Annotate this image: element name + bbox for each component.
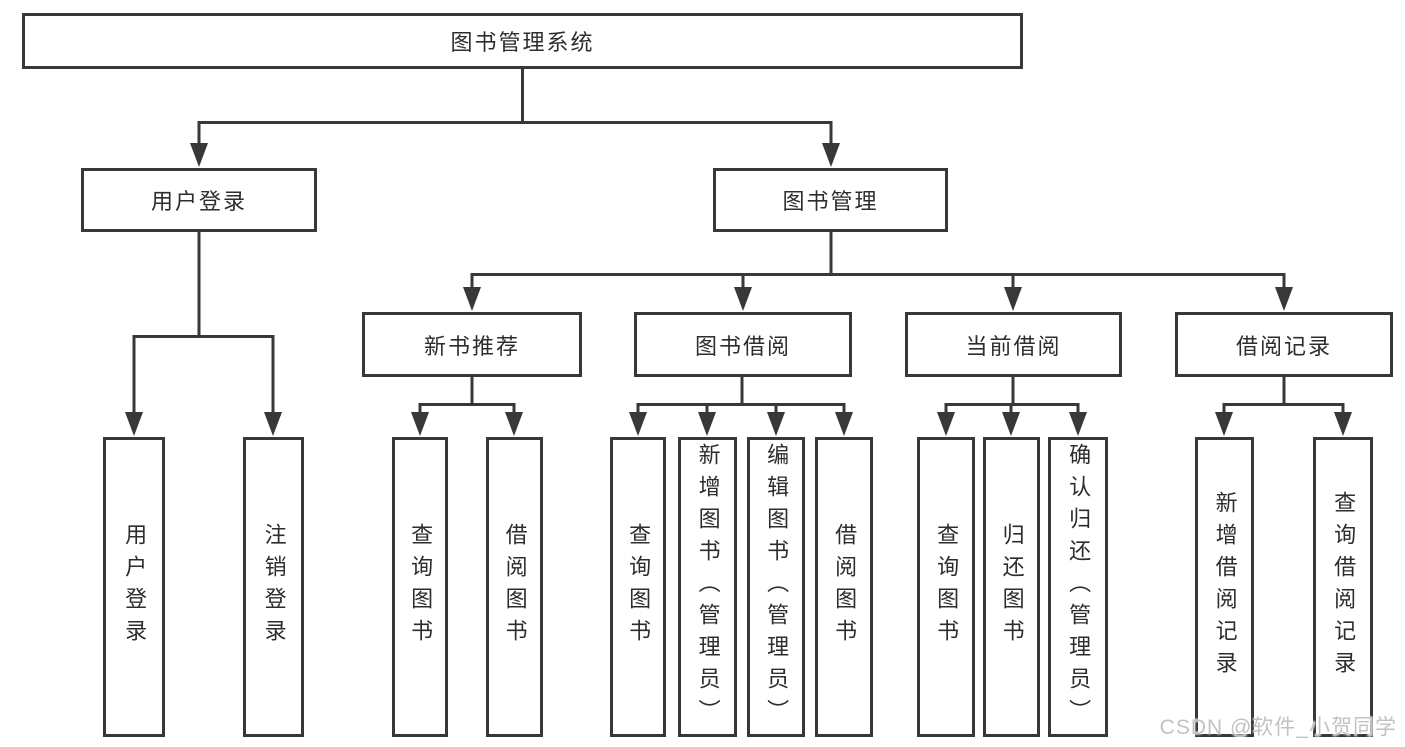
leaf-label: 确认归还（管理员）	[1066, 443, 1092, 731]
leaf-label: 归还图书	[999, 523, 1025, 651]
node-label: 用户登录	[150, 189, 247, 214]
leaf-borrow-books: 借阅图书	[486, 437, 543, 737]
leaf-label: 新增借阅记录	[1212, 491, 1238, 683]
leaf-add-borrow-record: 新增借阅记录	[1195, 437, 1254, 737]
leaf-user-login: 用户登录	[103, 437, 165, 737]
leaf-label: 查询图书	[408, 523, 434, 651]
node-label: 新书推荐	[423, 333, 520, 359]
leaf-borrow-books: 借阅图书	[815, 437, 873, 737]
leaf-label: 查询借阅记录	[1331, 491, 1357, 683]
node-label: 图书借阅	[694, 333, 791, 359]
leaf-add-book-admin: 新增图书（管理员）	[678, 437, 737, 737]
leaf-confirm-return-admin: 确认归还（管理员）	[1048, 437, 1108, 737]
node-label: 图书管理系统	[450, 30, 595, 55]
leaf-return-book: 归还图书	[983, 437, 1040, 737]
leaf-label: 用户登录	[122, 523, 148, 651]
arrowheads	[125, 143, 1352, 436]
node-label: 借阅记录	[1235, 333, 1332, 359]
leaf-query-books: 查询图书	[392, 437, 448, 737]
leaf-label: 编辑图书（管理员）	[764, 443, 790, 731]
leaf-query-books: 查询图书	[917, 437, 975, 737]
leaf-edit-book-admin: 编辑图书（管理员）	[747, 437, 805, 737]
node-new-book-recommendation: 新书推荐	[362, 312, 582, 377]
node-current-borrowing: 当前借阅	[905, 312, 1122, 377]
leaf-logout: 注销登录	[243, 437, 304, 737]
node-user-login: 用户登录	[81, 168, 317, 232]
node-book-management: 图书管理	[713, 168, 948, 232]
watermark: CSDN @软件_小贺同学	[1159, 716, 1397, 739]
node-label: 图书管理	[782, 189, 879, 214]
leaf-query-books: 查询图书	[610, 437, 666, 737]
leaf-label: 借阅图书	[832, 523, 858, 651]
leaf-label: 查询图书	[934, 523, 960, 651]
node-root: 图书管理系统	[22, 13, 1023, 69]
leaf-label: 查询图书	[626, 523, 652, 651]
leaf-query-borrow-record: 查询借阅记录	[1313, 437, 1373, 737]
node-book-borrowing: 图书借阅	[634, 312, 852, 377]
leaf-label: 注销登录	[261, 523, 287, 651]
leaf-label: 新增图书（管理员）	[695, 443, 721, 731]
node-borrowing-records: 借阅记录	[1175, 312, 1393, 377]
leaf-label: 借阅图书	[502, 523, 528, 651]
node-label: 当前借阅	[965, 333, 1062, 359]
